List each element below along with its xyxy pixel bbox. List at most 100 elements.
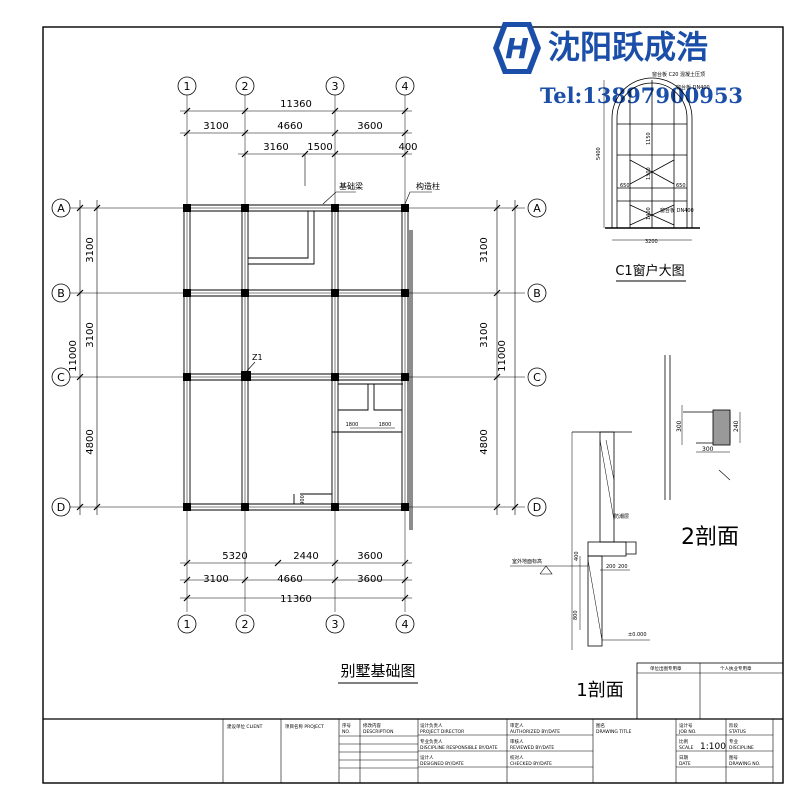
axis-bubbles-bottom — [177, 614, 415, 634]
dim-right-1: 3100 — [479, 237, 490, 262]
tb-row-date: 日期 — [679, 755, 688, 761]
dim-left-2: 3100 — [85, 322, 96, 347]
axis-label-c-right: C — [533, 371, 541, 384]
tb-personal-stamp: 个人执业专用章 — [720, 665, 752, 672]
section-1-note-2: 室外地面标高 — [512, 558, 542, 565]
tb-client: 建设单位 CLIENT — [227, 723, 263, 730]
title-block — [43, 662, 784, 783]
sheet-border — [42, 26, 784, 784]
window-dims: 3200 5400 1150 1300 1400 650 650 窗台板 C20… — [596, 71, 710, 245]
plan-notes: 基础梁 构造柱 Z1 — [252, 181, 440, 362]
label-structural-column: 构造柱 — [416, 181, 440, 191]
window-note-3: 窗台板 DN400 — [660, 207, 694, 214]
tb-project: 项目名称 PROJECT — [285, 723, 324, 730]
tb-col-director-en: PROJECT DIRECTOR — [420, 729, 464, 735]
section-2-dim-a: 300 — [676, 420, 683, 432]
tb-col-status: 阶段 — [729, 722, 738, 729]
dimension-ticks — [76, 107, 519, 602]
tb-row-designed-en: DESIGNED BY/DATE — [420, 761, 464, 767]
logo-mark: H — [493, 22, 541, 74]
tb-col-desc: 修改内容 — [363, 722, 381, 729]
window-note-2: 窗台板 DN400 — [676, 84, 710, 91]
section-2-detail — [664, 355, 741, 500]
section-1-dim-c: 200 — [606, 564, 616, 570]
tb-col-no: 序号 — [342, 722, 351, 729]
dim-top-seg-1: 3100 — [203, 121, 228, 132]
axis-label-b-right: B — [533, 287, 541, 300]
dim-bottom-sub-2: 2440 — [293, 551, 318, 562]
tb-row-discipline-resp-en: DISCIPLINE RESPONSIBLE BY/DATE — [420, 745, 498, 751]
tb-row-discipline-resp: 专业负责人 — [420, 738, 443, 745]
tb-scale-value: 1:100 — [700, 742, 726, 752]
section-1-dim-a: 400 — [574, 551, 580, 561]
tb-unit-stamp: 单位出图专用章 — [650, 665, 682, 672]
section-1-note-1: 防潮层 — [614, 513, 629, 520]
plan-dimensions: 11360 3100 4660 3600 3160 1500 400 5320 … — [68, 99, 508, 605]
dim-top-sub-1: 3160 — [263, 142, 288, 153]
tb-row-designed: 设计人 — [420, 754, 434, 761]
columns — [183, 204, 409, 511]
dim-right-total: 11000 — [497, 340, 508, 372]
plan-labels: 1 2 3 4 1 2 3 4 A B C D A B C D — [57, 80, 541, 631]
dim-top-sub-2: 1500 — [307, 142, 332, 153]
svg-text:H: H — [505, 32, 528, 65]
logo-company-name: 沈阳跃成浩 — [548, 28, 708, 66]
plan-title: 别墅基础图 — [340, 662, 415, 680]
window-title: C1窗户大图 — [615, 263, 684, 279]
tb-row-drawingno-en: DRAWING NO. — [729, 761, 760, 767]
label-z1: Z1 — [252, 353, 263, 362]
tb-col-no-en: NO. — [342, 729, 350, 735]
section-1-dims: 400 800 200 200 ±0.000 防潮层 室外地面标高 — [512, 513, 647, 638]
window-dim-height: 5400 — [596, 147, 602, 160]
dimension-lines — [79, 110, 516, 599]
tb-col-status-en: STATUS — [729, 729, 746, 735]
axis-label-a-right: A — [533, 202, 541, 215]
tb-row-scale: 比例 — [679, 738, 688, 745]
axis-label-4-top: 4 — [402, 80, 409, 93]
tb-col-title: 图名 — [596, 722, 605, 729]
dim-bottom-total: 11360 — [280, 594, 312, 605]
section-2-dims: 300 240 300 — [676, 420, 740, 453]
section-2-dim-c: 300 — [702, 446, 714, 453]
dim-left-3: 4800 — [85, 429, 96, 454]
axis-label-b-left: B — [57, 287, 65, 300]
dim-top-seg-3: 3600 — [357, 121, 382, 132]
window-dim-width: 3200 — [645, 239, 658, 245]
tb-row-discipline-en: DISCIPLINE — [729, 745, 754, 751]
section-1-dim-b: 800 — [573, 610, 579, 620]
window-dim-side-left: 650 — [620, 183, 630, 189]
window-dim-upper: 1150 — [646, 132, 652, 145]
foundation-plan — [51, 76, 547, 634]
tb-row-drawingno: 图号 — [729, 755, 738, 761]
tb-row-discipline: 专业 — [729, 738, 738, 745]
dim-bottom-seg-2: 4660 — [277, 574, 302, 585]
section-1-detail — [510, 431, 650, 650]
tb-col-authorized: 审定人 — [510, 722, 524, 729]
axis-label-d-left: D — [57, 501, 65, 514]
tb-row-reviewed: 审核人 — [510, 738, 524, 745]
title-block-labels: 单位出图专用章 个人执业专用章 建设单位 CLIENT 项目名称 PROJECT… — [227, 665, 760, 767]
dim-bottom-sub-1: 5320 — [222, 551, 247, 562]
window-note-1: 窗台板 C20 混凝土压顶 — [652, 71, 705, 78]
window-dim-middle: 1300 — [646, 167, 652, 180]
dim-top-seg-2: 4660 — [277, 121, 302, 132]
axis-bubbles-right — [527, 198, 547, 517]
label-foundation-beam: 基础梁 — [339, 181, 363, 191]
axis-label-3-top: 3 — [332, 80, 339, 93]
stair-dim-1: 1800 — [346, 422, 359, 428]
company-logo: H 沈阳跃成浩 Tel:13897900953 — [493, 22, 743, 108]
section-1-dim-d: 200 — [618, 564, 628, 570]
section-1-elevation: ±0.000 — [628, 632, 647, 638]
tb-col-title-en: DRAWING TITLE — [596, 729, 632, 735]
tb-col-desc-en: DESCRIPTION — [363, 729, 393, 735]
axis-label-4-bottom: 4 — [402, 618, 409, 631]
tb-col-jobno: 设计号 — [679, 722, 693, 729]
grid-lines — [70, 95, 525, 612]
small-dim: 900 — [300, 495, 306, 505]
dim-left-1: 3100 — [85, 237, 96, 262]
tb-col-director: 设计负责人 — [420, 722, 443, 729]
dim-top-total: 11360 — [280, 99, 312, 110]
tb-col-authorized-en: AUTHORIZED BY/DATE — [510, 729, 560, 735]
axis-label-c-left: C — [57, 371, 65, 384]
window-dim-lower: 1400 — [646, 207, 652, 220]
